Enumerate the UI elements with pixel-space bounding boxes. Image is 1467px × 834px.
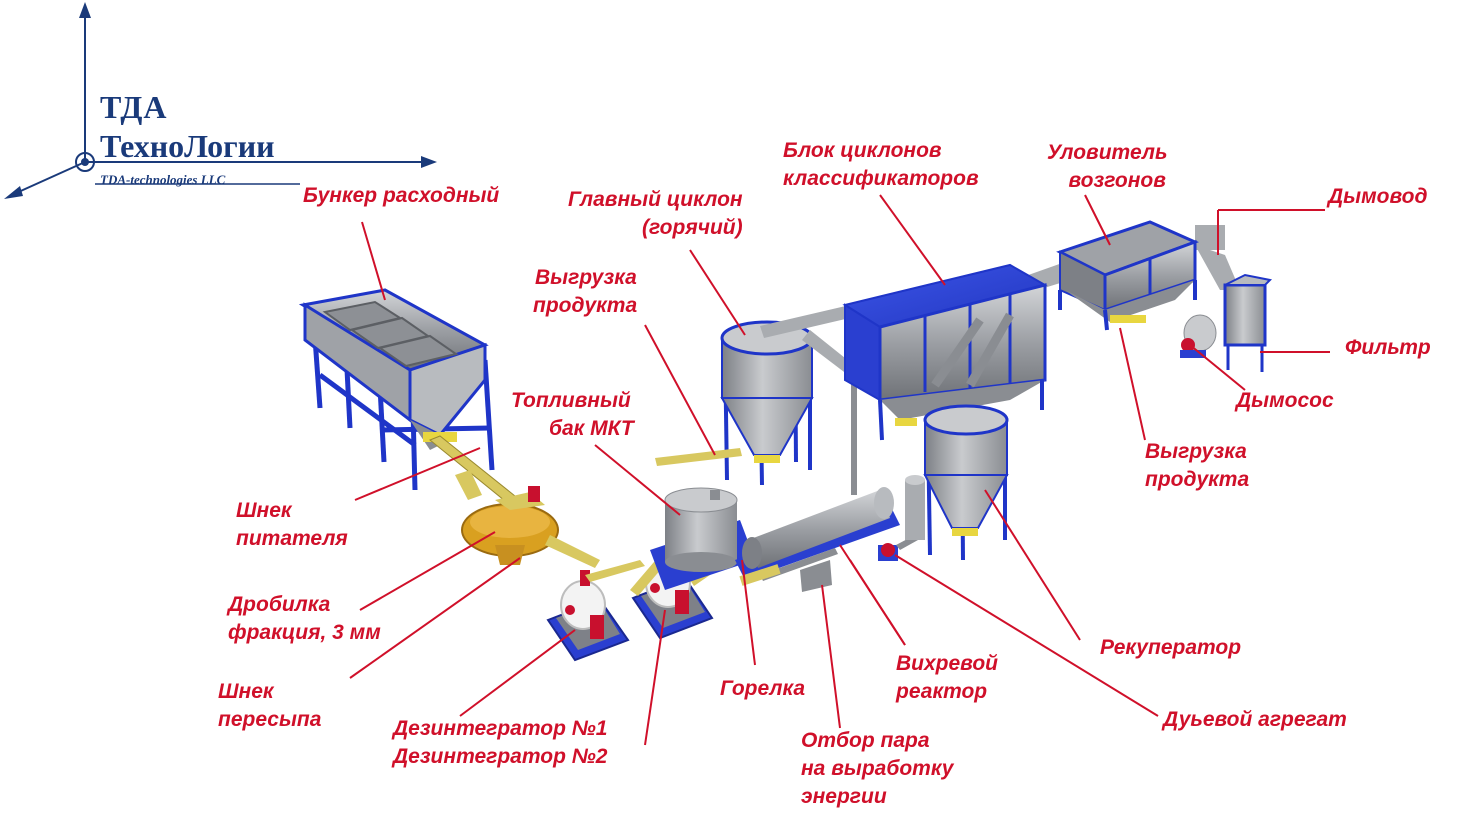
sublimate-trap (1056, 220, 1199, 331)
logo-subtitle: TDA-technologies LLC (100, 172, 226, 187)
logo-line2: ТехноЛогии (100, 128, 275, 164)
logo-line1: ТДА (100, 89, 168, 125)
bunker (298, 288, 495, 491)
exhauster (1180, 314, 1217, 358)
filter (1223, 273, 1273, 372)
recuperator (905, 404, 1009, 561)
label-burner: Горелка (720, 677, 806, 700)
label-filter: Фильтр (1345, 336, 1431, 359)
fuel-tank (650, 487, 755, 590)
label-bunker: Бункер расходный (303, 184, 500, 207)
label-recuperator: Рекуператор (1100, 636, 1242, 659)
crusher (461, 486, 600, 568)
cyclone-classifier-block (842, 263, 1048, 441)
label-blower: Дуьевой агрегат (1163, 708, 1347, 731)
vortex-reactor (735, 360, 900, 592)
feeder-screw (429, 435, 521, 506)
blower-unit (878, 535, 918, 561)
disintegrator-1 (546, 560, 645, 662)
leader-lines (349, 194, 1330, 746)
main-cyclone (655, 320, 814, 486)
label-flue: Дымовод (1328, 185, 1428, 208)
label-exhauster: Дымосос (1236, 389, 1334, 412)
label-main-cyclone: Главный циклон(горячий) (567, 188, 743, 239)
logo (4, 2, 437, 199)
